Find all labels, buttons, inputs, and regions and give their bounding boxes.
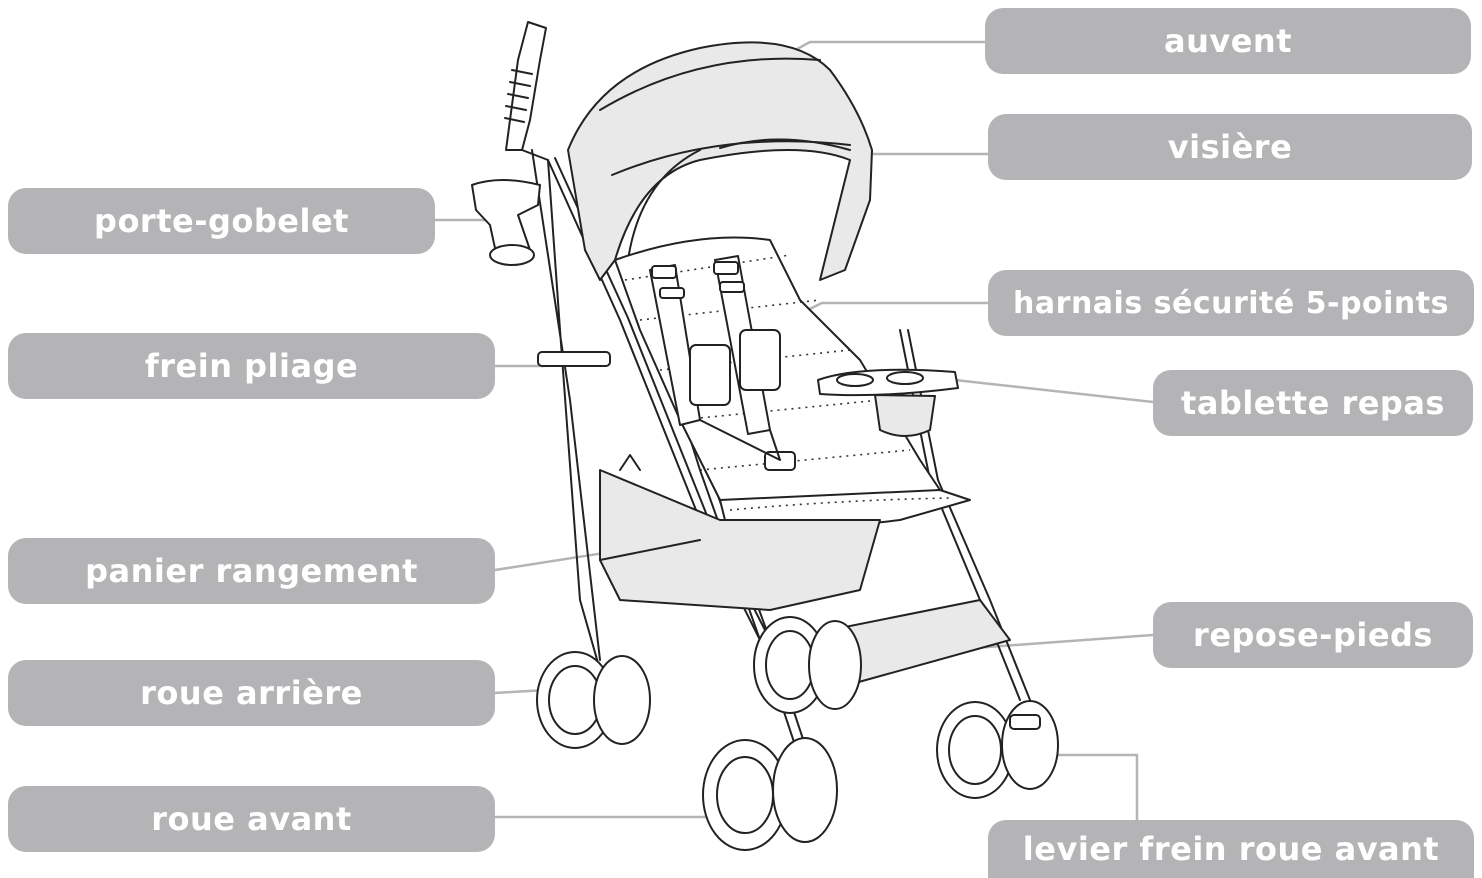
- stroller-drawing: [472, 22, 1058, 850]
- label-basket: panier rangement: [8, 538, 495, 604]
- fold-lock-shape: [538, 352, 610, 366]
- label-canopy: auvent: [985, 8, 1471, 74]
- label-footrest: repose-pieds: [1153, 602, 1473, 668]
- leader-tray: [955, 380, 1153, 402]
- label-tray: tablette repas: [1153, 370, 1473, 436]
- label-front-brake-lever: levier frein roue avant: [988, 820, 1474, 878]
- label-harness: harnais sécurité 5-points: [988, 270, 1474, 336]
- brake-lever-shape: [1010, 715, 1040, 729]
- label-fold-lock: frein pliage: [8, 333, 495, 399]
- label-visor: visière: [988, 114, 1472, 180]
- label-front-wheel: roue avant: [8, 786, 495, 852]
- label-cup-holder: porte-gobelet: [8, 188, 435, 254]
- label-rear-wheel: roue arrière: [8, 660, 495, 726]
- rear-wheel-shape: [537, 617, 861, 748]
